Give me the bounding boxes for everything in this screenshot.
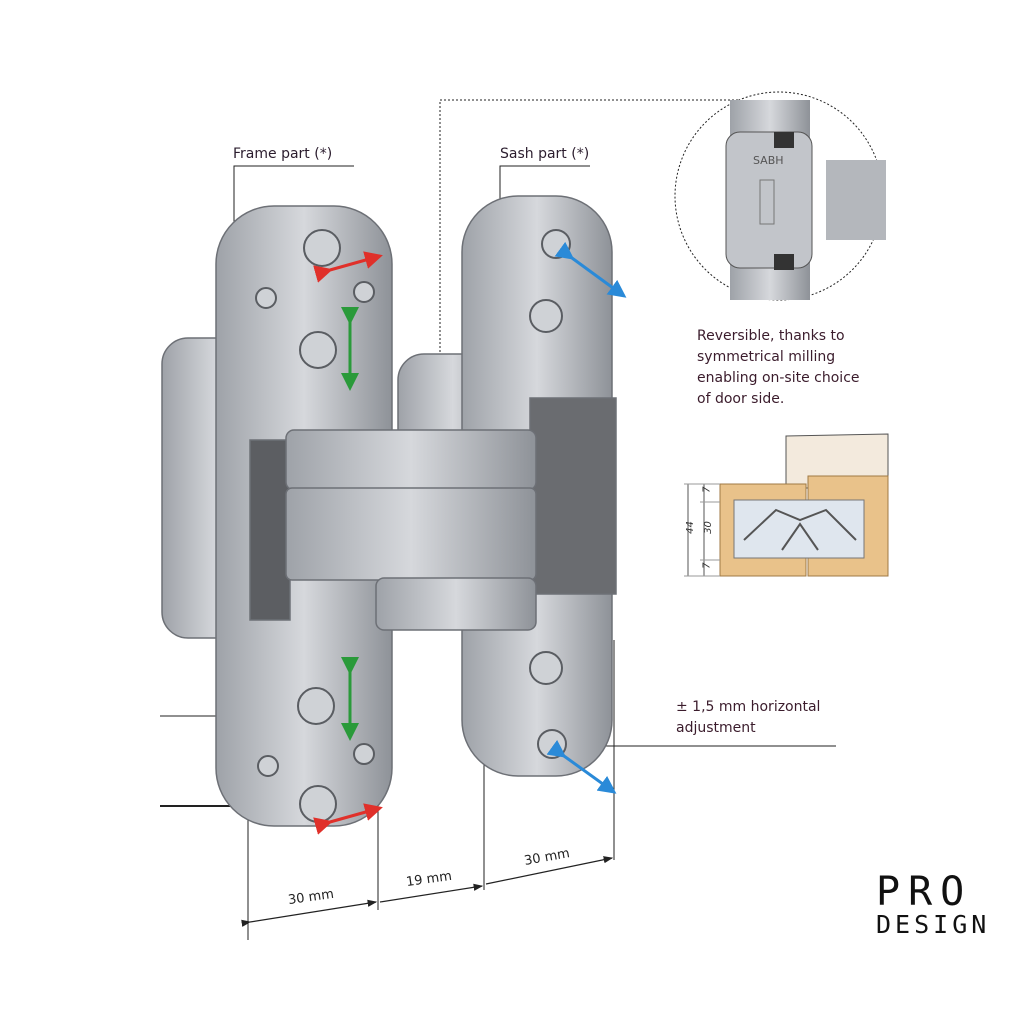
dimension-lines — [241, 856, 614, 927]
note-line: of door side. — [697, 391, 785, 407]
section-dim-bottom: 7 — [701, 562, 713, 569]
frame-part-label: Frame part (*) — [233, 146, 333, 162]
note-line: adjustment — [676, 720, 756, 736]
section-drawing — [684, 433, 889, 577]
detail-magnifier — [674, 91, 886, 301]
reversible-note: Reversible, thanks to symmetrical millin… — [697, 326, 860, 410]
note-line: ± 1,5 mm horizontal — [676, 699, 821, 715]
pro-design-logo: PRO DESIGN — [876, 872, 990, 938]
note-line: Reversible, thanks to — [697, 328, 845, 344]
note-line: enabling on-site choice — [697, 370, 860, 386]
section-dim-total: 44 — [684, 521, 696, 534]
adjustment-screws — [255, 229, 571, 823]
adjustment-note: ± 1,5 mm horizontal adjustment — [676, 697, 820, 739]
section-dim-middle: 30 — [702, 521, 714, 534]
logo-line2: DESIGN — [876, 910, 991, 939]
section-dim-top: 7 — [701, 486, 713, 493]
sash-part-label: Sash part (*) — [500, 146, 590, 162]
note-line: symmetrical milling — [697, 349, 836, 365]
hinge-knuckle — [285, 429, 537, 631]
stamp-text: SABH — [753, 154, 784, 167]
adjustment-arrows — [313, 241, 627, 835]
logo-line1: PRO — [876, 869, 973, 915]
